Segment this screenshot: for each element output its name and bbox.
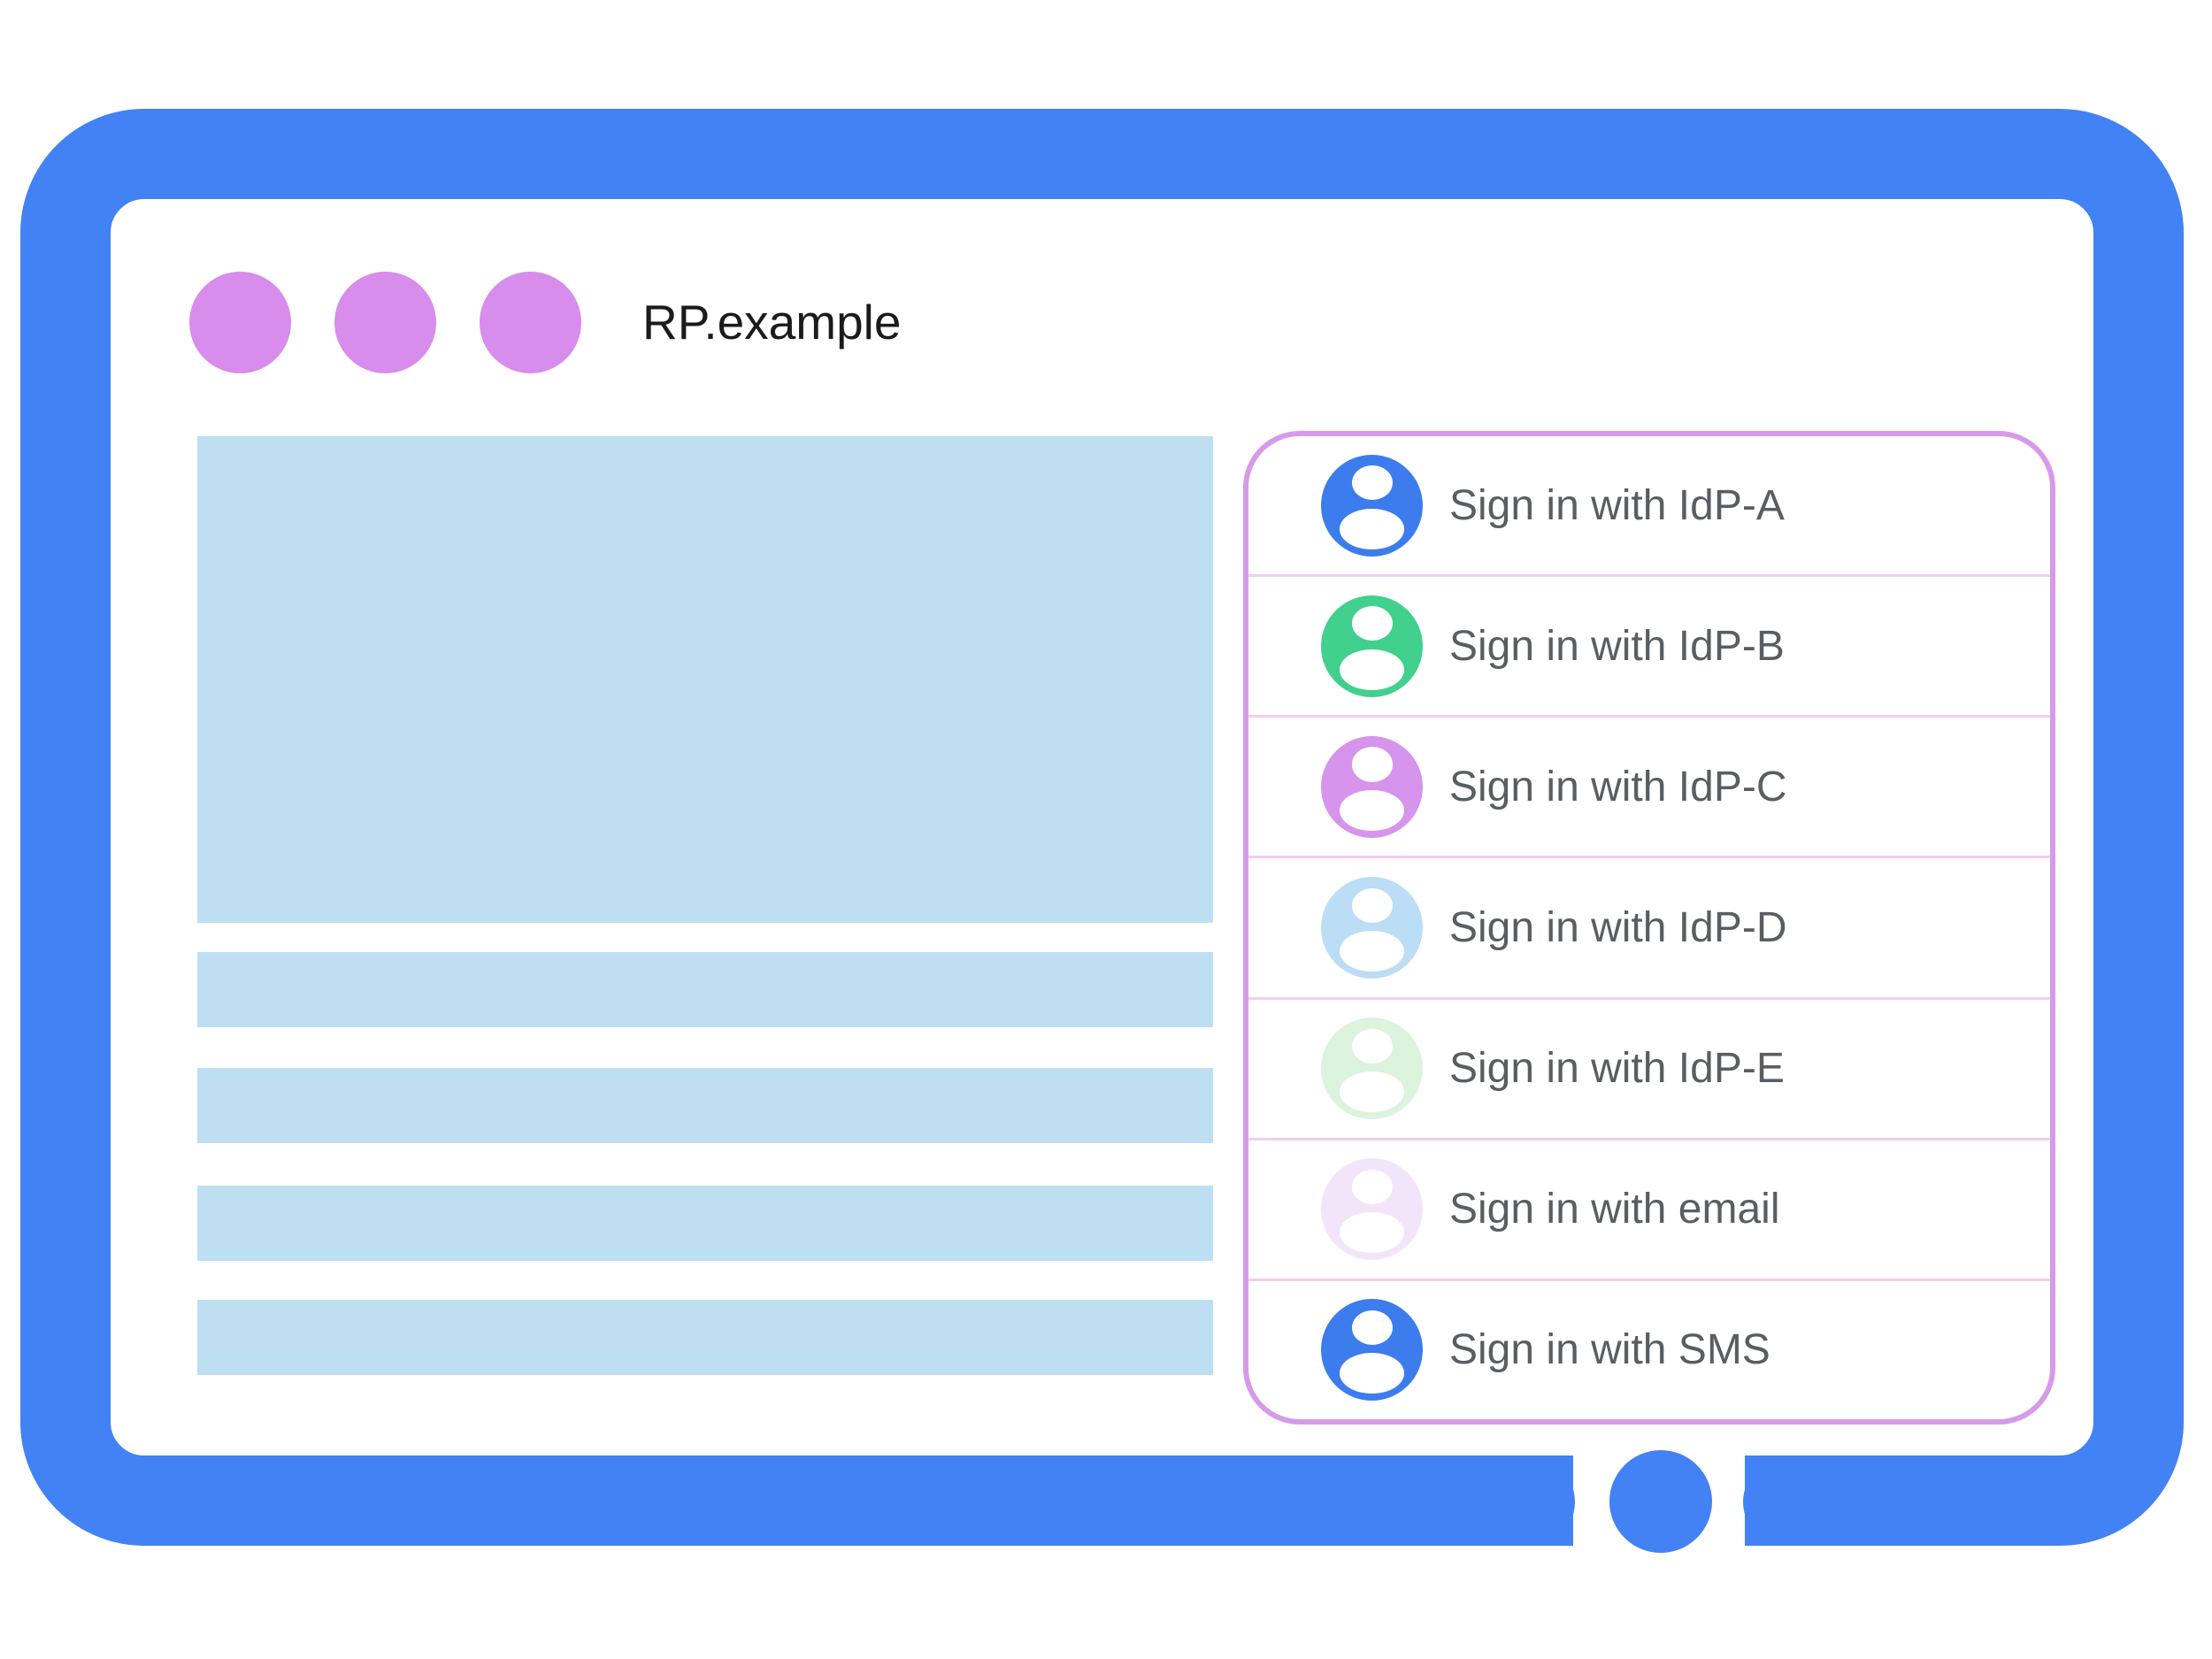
signin-option-label: Sign in with IdP-C [1449, 763, 1787, 810]
signin-option-sms[interactable]: Sign in with SMS [1248, 1278, 2050, 1419]
window-control-dot-icon[interactable] [334, 272, 436, 373]
content-placeholder-bar [197, 1300, 1213, 1375]
window-control-dot-icon[interactable] [189, 272, 291, 373]
signin-option-idp-c[interactable]: Sign in with IdP-C [1248, 715, 2050, 856]
signin-option-label: Sign in with email [1449, 1186, 1780, 1233]
signin-option-label: Sign in with IdP-D [1449, 903, 1787, 951]
page-title: RP.example [642, 295, 902, 349]
content-placeholder-hero [197, 436, 1213, 923]
person-avatar-icon [1321, 454, 1423, 557]
person-avatar-icon [1321, 1299, 1423, 1402]
signin-option-idp-a[interactable]: Sign in with IdP-A [1248, 436, 2050, 574]
content-placeholder-bar [197, 1068, 1213, 1143]
signin-account-chooser: Sign in with IdP-A Sign in with IdP-B Si… [1243, 431, 2055, 1425]
signin-option-email[interactable]: Sign in with email [1248, 1137, 2050, 1279]
home-button[interactable] [1609, 1450, 1712, 1553]
signin-option-idp-d[interactable]: Sign in with IdP-D [1248, 856, 2050, 996]
person-avatar-icon [1321, 735, 1423, 838]
person-avatar-icon [1321, 1158, 1423, 1261]
content-placeholder-bar [197, 1186, 1213, 1261]
window-control-dot-icon[interactable] [480, 272, 581, 373]
person-avatar-icon [1321, 595, 1423, 697]
signin-option-label: Sign in with IdP-A [1449, 481, 1785, 529]
person-avatar-icon [1321, 876, 1423, 979]
person-avatar-icon [1321, 1018, 1423, 1120]
signin-option-label: Sign in with IdP-E [1449, 1045, 1785, 1093]
signin-option-label: Sign in with IdP-B [1449, 622, 1785, 670]
browser-frame [20, 109, 2184, 1546]
content-placeholder-bar [197, 952, 1213, 1027]
signin-option-idp-e[interactable]: Sign in with IdP-E [1248, 996, 2050, 1138]
signin-option-label: Sign in with SMS [1449, 1326, 1770, 1374]
signin-option-idp-b[interactable]: Sign in with IdP-B [1248, 574, 2050, 715]
